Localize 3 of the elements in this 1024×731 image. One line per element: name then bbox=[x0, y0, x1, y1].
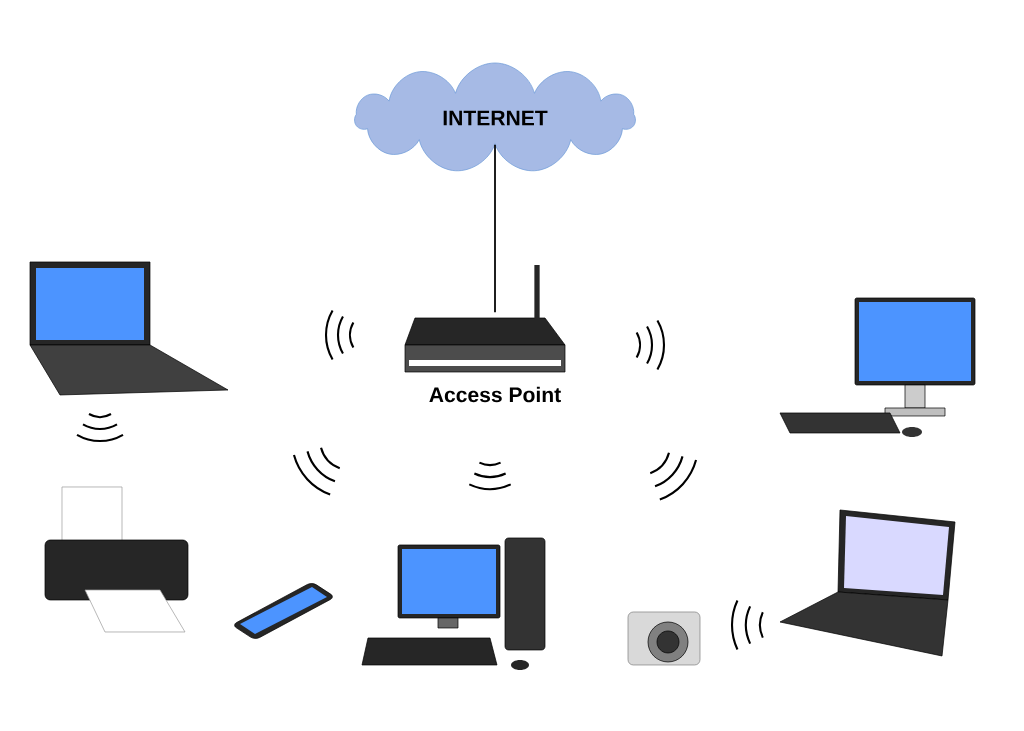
access-point-label: Access Point bbox=[429, 386, 561, 403]
connector-line bbox=[494, 143, 496, 314]
cloud: INTERNET bbox=[354, 62, 636, 172]
